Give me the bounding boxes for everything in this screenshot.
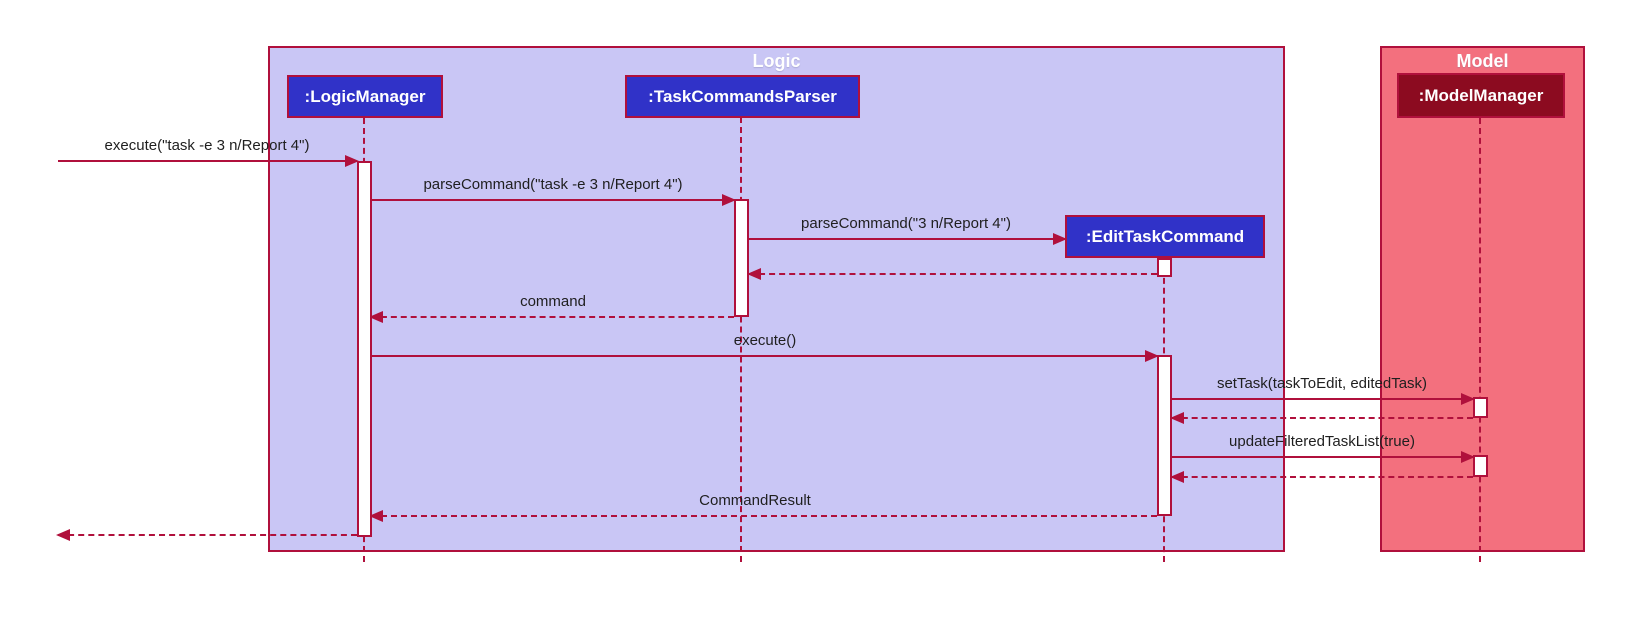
message-execute-request-arrow (58, 155, 359, 167)
arrowhead (722, 194, 736, 206)
message-command-return-arrow (369, 311, 734, 323)
message-execute-request-label: execute("task -e 3 n/Report 4") (104, 137, 310, 154)
lifeline-task-commands-parser (740, 117, 742, 562)
message-execute-call-label: execute() (733, 332, 797, 349)
arrowhead (1053, 233, 1067, 245)
arrowhead (1170, 412, 1184, 424)
arrowhead (1170, 471, 1184, 483)
arrowhead (1461, 393, 1475, 405)
arrowhead (1461, 451, 1475, 463)
message-update-filtered-return-arrow (1170, 471, 1473, 483)
message-final-return-arrow (56, 529, 357, 541)
arrowhead (1145, 350, 1159, 362)
participant-logic-manager: :LogicManager (287, 75, 443, 118)
message-command-result-label: CommandResult (699, 492, 811, 509)
message-update-filtered-task-list-label: updateFilteredTaskList(true) (1229, 433, 1415, 450)
message-parse-command-args-arrow (748, 233, 1067, 245)
logic-frame-title: Logic (752, 51, 801, 71)
activation-logic-manager (357, 161, 372, 537)
message-parse-command-full-label: parseCommand("task -e 3 n/Report 4") (423, 176, 683, 193)
message-parse-command-args-label: parseCommand("3 n/Report 4") (801, 215, 1011, 232)
logic-frame (268, 46, 1285, 552)
arrowhead (369, 510, 383, 522)
message-set-task-label: setTask(taskToEdit, editedTask) (1216, 375, 1428, 392)
activation-edit-task-command-create (1157, 258, 1172, 277)
activation-edit-task-command-execute (1157, 355, 1172, 516)
activation-model-manager-update-filtered (1473, 455, 1488, 477)
message-update-filtered-task-list-arrow (1171, 451, 1475, 463)
message-command-result-arrow (369, 510, 1157, 522)
arrowhead (345, 155, 359, 167)
message-return-new-command-arrow (747, 268, 1157, 280)
message-command-return-label: command (520, 293, 586, 310)
activation-model-manager-set-task (1473, 397, 1488, 418)
lifeline-model-manager (1479, 118, 1481, 562)
participant-edit-task-command: :EditTaskCommand (1065, 215, 1265, 258)
message-parse-command-full-arrow (371, 194, 736, 206)
message-set-task-return-arrow (1170, 412, 1473, 424)
message-set-task-arrow (1171, 393, 1475, 405)
participant-model-manager: :ModelManager (1397, 73, 1565, 118)
message-execute-call-arrow (371, 350, 1159, 362)
arrowhead (369, 311, 383, 323)
arrowhead (747, 268, 761, 280)
activation-task-commands-parser (734, 199, 749, 317)
participant-task-commands-parser: :TaskCommandsParser (625, 75, 860, 118)
model-frame-title: Model (1456, 51, 1509, 71)
arrowhead (56, 529, 70, 541)
